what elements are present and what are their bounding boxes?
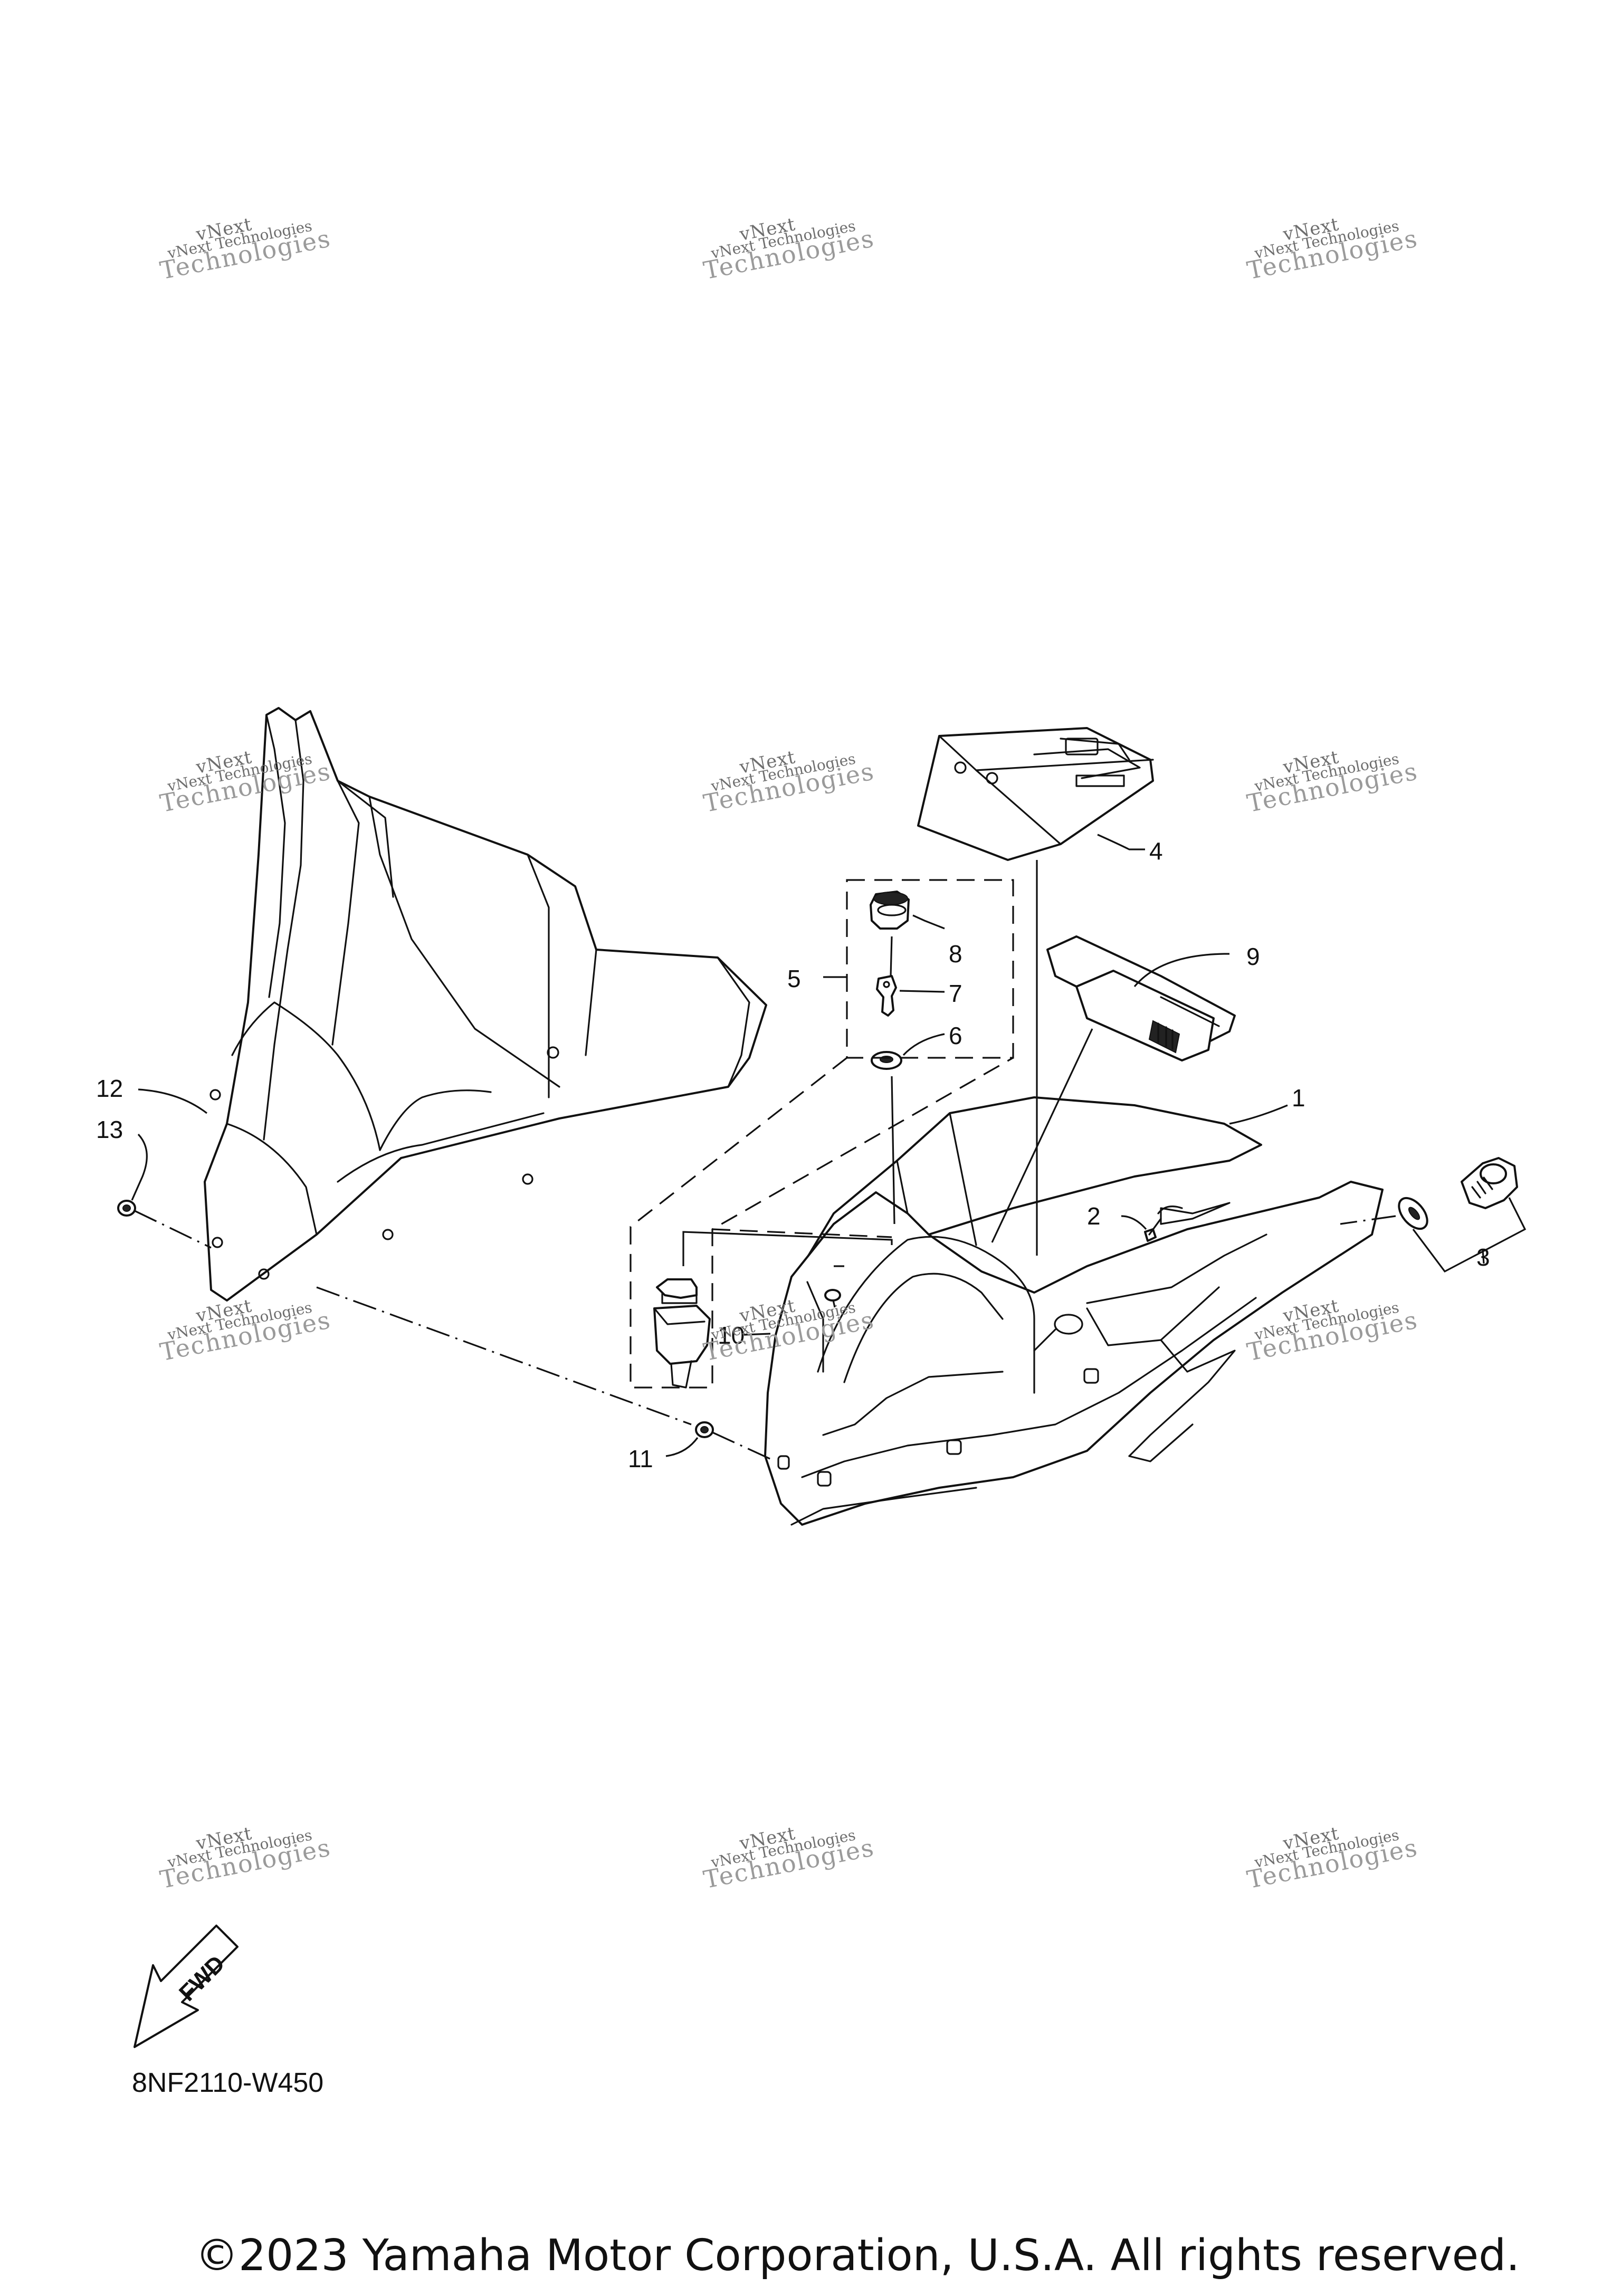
leader-13	[131, 1133, 148, 1201]
callout-2: 2	[1087, 1202, 1101, 1230]
leader-1	[1229, 1104, 1288, 1125]
leader-2	[1121, 1215, 1147, 1230]
callout-10: 10	[718, 1322, 745, 1349]
link-meter-line	[991, 1028, 1093, 1243]
diagram-part-code: 8NF2110-W450	[132, 2068, 324, 2098]
assembly-box-5	[630, 879, 1014, 1389]
leader-11-dash	[712, 1431, 776, 1462]
washer-part-11	[695, 1421, 714, 1438]
callout-11: 11	[628, 1445, 653, 1472]
link-windshield-line	[316, 1286, 692, 1426]
socket-part-3	[1398, 1157, 1518, 1230]
leader-3-dash	[1340, 1215, 1396, 1225]
callout-13: 13	[96, 1116, 123, 1143]
leader-6	[902, 1033, 945, 1056]
callout-5: 5	[787, 965, 801, 992]
leader-11	[665, 1437, 699, 1457]
leader-3-line	[1482, 1250, 1485, 1264]
lid-part-4	[917, 727, 1154, 861]
callout-3: 3	[1476, 1243, 1490, 1271]
callout-6: 6	[949, 1022, 962, 1049]
switch-part-10	[653, 1278, 711, 1389]
leader-12	[138, 1088, 207, 1114]
screw-part-2	[1144, 1218, 1162, 1242]
screw-10-head	[824, 1289, 841, 1302]
link-nut-line	[891, 1076, 895, 1224]
bracket-3	[1412, 1197, 1527, 1273]
callout-9: 9	[1246, 943, 1260, 970]
meter-part-9	[1046, 935, 1236, 1061]
forward-arrow-icon	[134, 1925, 239, 2048]
link-cap-key	[890, 936, 893, 977]
nut-part-6	[871, 1051, 902, 1070]
leader-4	[1097, 834, 1145, 850]
callout-1: 1	[1292, 1084, 1305, 1112]
copyright-notice: ©2023 Yamaha Motor Corporation, U.S.A. A…	[195, 2231, 1520, 2281]
callout-4: 4	[1149, 837, 1163, 865]
callout-7: 7	[949, 980, 962, 1007]
windshield-part-12	[204, 707, 767, 1302]
leader-13-line	[134, 1210, 212, 1249]
washer-part-13	[117, 1200, 136, 1217]
hood-part-1	[764, 1096, 1384, 1526]
leader-8	[912, 914, 945, 930]
link-switch-hole	[682, 1231, 893, 1266]
key-cap-part-8	[870, 891, 910, 930]
leader-9	[1133, 953, 1229, 988]
callout-8: 8	[949, 940, 962, 968]
leader-7	[899, 990, 945, 993]
leader-10	[743, 1333, 771, 1336]
callout-12: 12	[96, 1075, 123, 1102]
key-part-7	[876, 975, 897, 1017]
